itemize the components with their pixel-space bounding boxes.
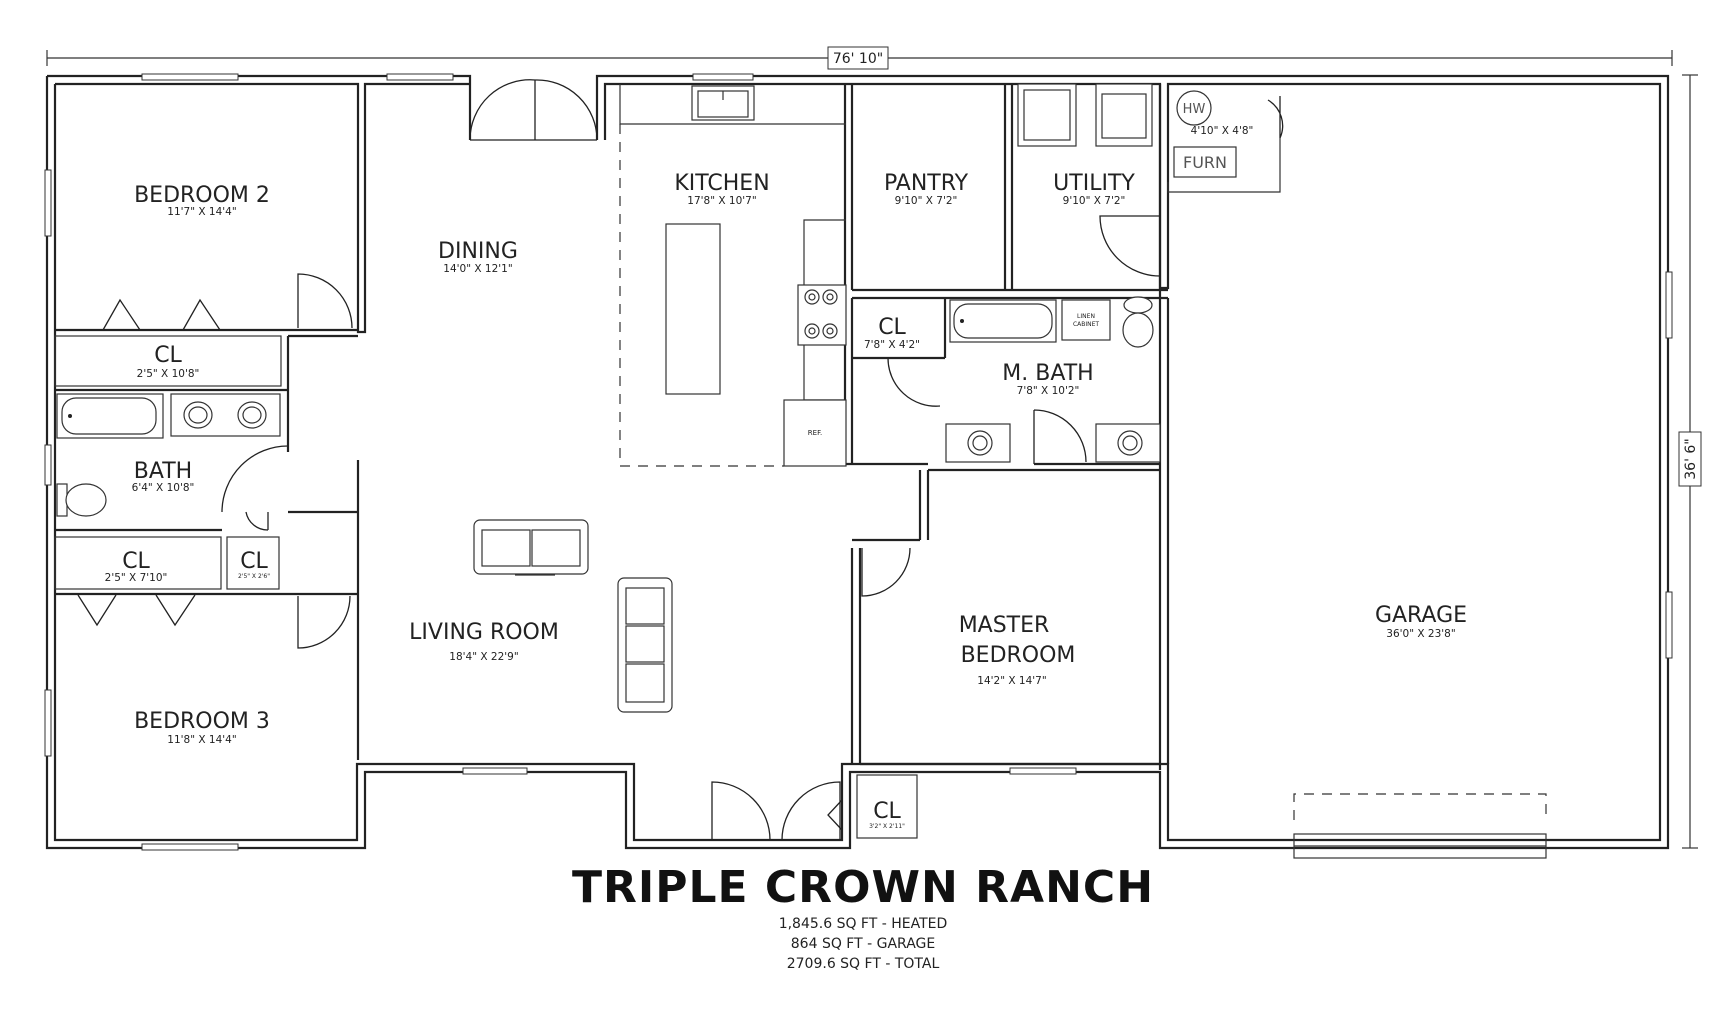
master-bedroom-dim: 14'2" X 14'7" bbox=[977, 675, 1046, 687]
master-closet-name: CL bbox=[878, 315, 906, 340]
kitchen-dim: 17'8" X 10'7" bbox=[687, 195, 756, 207]
bath-dim: 6'4" X 10'8" bbox=[132, 482, 195, 494]
sofa-icon bbox=[473, 519, 589, 576]
utility-dim: 9'10" X 7'2" bbox=[1063, 195, 1126, 207]
hall-vanity bbox=[170, 393, 281, 437]
range-icon bbox=[797, 284, 847, 346]
bedroom2-dim: 11'7" X 14'4" bbox=[167, 206, 236, 218]
bedroom3-dim: 11'8" X 14'4" bbox=[167, 734, 236, 746]
utility-fixtures: HW FURN bbox=[1017, 83, 1281, 193]
dining-name: DINING bbox=[438, 239, 518, 264]
stat-heated: 1,845.6 SQ FT - HEATED bbox=[778, 916, 948, 932]
kitchen-name: KITCHEN bbox=[674, 171, 769, 196]
pantry-name: PANTRY bbox=[884, 171, 969, 196]
hall-tub bbox=[56, 393, 164, 439]
kitchen-island bbox=[665, 223, 721, 395]
title-block: TRIPLE CROWN RANCH 1,845.6 SQ FT - HEATE… bbox=[0, 862, 1726, 974]
master-vanity-right bbox=[1095, 423, 1161, 463]
master-bedroom-name-1: MASTER bbox=[959, 613, 1050, 638]
master-toilet-icon bbox=[1122, 296, 1154, 348]
hall-toilet-icon bbox=[56, 483, 107, 517]
entry-closet-dim: 3'2" X 2'11" bbox=[869, 823, 905, 830]
furnace-label: FURN bbox=[1183, 153, 1227, 172]
dryer bbox=[1095, 83, 1153, 147]
furnace bbox=[1173, 146, 1237, 178]
exterior-walls bbox=[45, 74, 1670, 850]
master-bath-name: M. BATH bbox=[1002, 361, 1093, 386]
width-dimension: 76' 10" bbox=[46, 46, 1673, 70]
depth-dimension-label: 36' 6" bbox=[1683, 438, 1699, 479]
kitchen-fixtures: REF. bbox=[619, 84, 847, 467]
utility-name: UTILITY bbox=[1053, 171, 1135, 196]
linen-cabinet bbox=[1061, 299, 1111, 341]
living-room-name: LIVING ROOM bbox=[409, 620, 559, 645]
stat-garage: 864 SQ FT - GARAGE bbox=[790, 936, 936, 952]
water-heater-icon bbox=[1176, 90, 1212, 126]
master-vanity-left bbox=[945, 423, 1011, 463]
bath-name: BATH bbox=[134, 459, 192, 484]
windows bbox=[44, 73, 1673, 851]
water-heater-label: HW bbox=[1183, 102, 1206, 117]
mech-dim: 4'10" X 4'8" bbox=[1191, 125, 1254, 137]
width-dimension-label: 76' 10" bbox=[833, 51, 883, 67]
master-tub bbox=[949, 299, 1057, 343]
depth-dimension: 36' 6" bbox=[1678, 74, 1702, 849]
hall-closet-dim: 2'5" X 10'8" bbox=[137, 368, 200, 380]
master-bedroom-name-2: BEDROOM bbox=[961, 643, 1076, 668]
living-room-dim: 18'4" X 22'9" bbox=[449, 651, 518, 663]
cabinet-label: CABINET bbox=[1073, 321, 1099, 328]
master-closet-dim: 7'8" X 4'2" bbox=[864, 339, 920, 351]
doors bbox=[77, 79, 1284, 841]
small-closet-dim: 2'5" X 2'6" bbox=[238, 573, 270, 580]
linen-label: LINEN bbox=[1077, 313, 1095, 320]
bedroom3-name: BEDROOM 3 bbox=[134, 709, 270, 734]
garage-door bbox=[1293, 793, 1547, 859]
hall-closet-name: CL bbox=[154, 343, 182, 368]
washer bbox=[1017, 83, 1077, 147]
master-bath-dim: 7'8" X 10'2" bbox=[1017, 385, 1080, 397]
entry-closet-name: CL bbox=[873, 799, 901, 824]
plan-title: TRIPLE CROWN RANCH bbox=[571, 862, 1155, 913]
room-labels: BEDROOM 2 11'7" X 14'4" DINING 14'0" X 1… bbox=[105, 125, 1467, 830]
bedroom2-name: BEDROOM 2 bbox=[134, 183, 270, 208]
refrigerator bbox=[783, 399, 847, 467]
pantry-dim: 9'10" X 7'2" bbox=[895, 195, 958, 207]
dining-dim: 14'0" X 12'1" bbox=[443, 263, 512, 275]
sectional-icon bbox=[617, 577, 673, 713]
bath-fixtures: LINEN CABINET bbox=[56, 296, 1161, 517]
interior-walls bbox=[54, 84, 1170, 839]
bedroom3-closet-name: CL bbox=[122, 549, 150, 574]
small-closet-name: CL bbox=[240, 549, 268, 574]
garage-name: GARAGE bbox=[1375, 603, 1467, 628]
refrigerator-label: REF. bbox=[808, 429, 822, 437]
garage-dim: 36'0" X 23'8" bbox=[1386, 628, 1455, 640]
stat-total: 2709.6 SQ FT - TOTAL bbox=[786, 956, 940, 972]
bedroom3-closet-dim: 2'5" X 7'10" bbox=[105, 572, 168, 584]
